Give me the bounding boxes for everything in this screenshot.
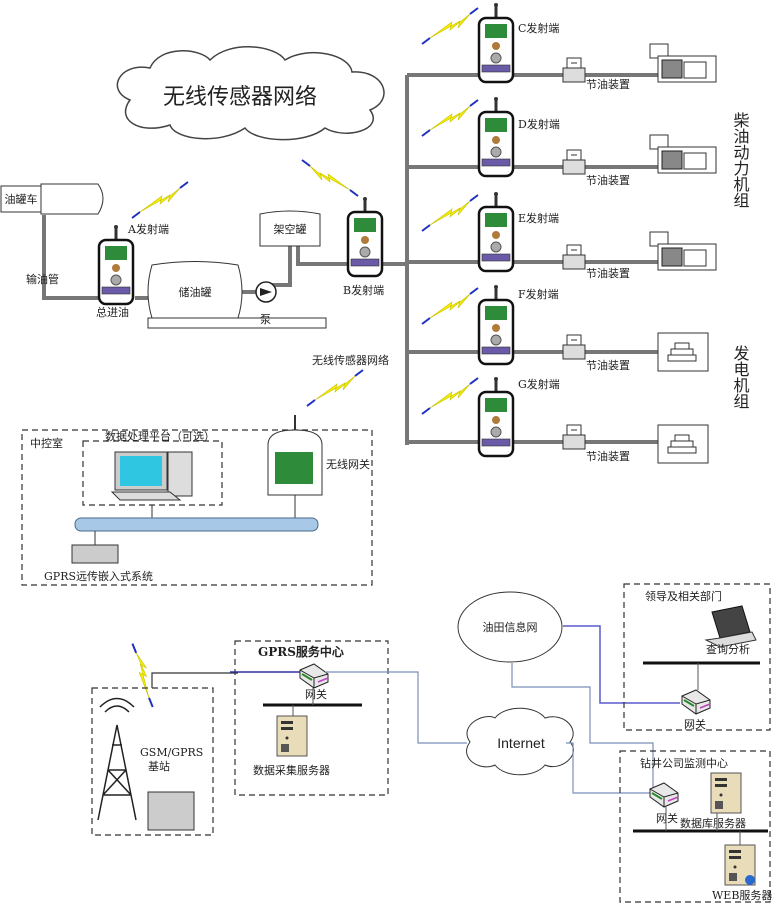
wireless-gateway-icon <box>267 415 323 496</box>
monitor-center-box <box>619 750 771 903</box>
wireless-sensor-network-cloud: 无线传感器网络 <box>116 46 385 141</box>
pipe-label: 输油管 <box>26 272 59 286</box>
lightning-icon <box>421 377 479 415</box>
saver-icon <box>562 424 586 450</box>
gateway-icon <box>681 689 711 715</box>
diesel-engine-icon <box>649 231 717 271</box>
lightning-icon <box>301 159 359 197</box>
transmitter-e: E发射端 节油装置 <box>477 190 717 280</box>
query-analysis-label: 查询分析 <box>706 642 750 656</box>
svg-text:D发射端: D发射端 <box>518 117 560 131</box>
tank-truck-icon <box>40 183 104 215</box>
leaders-title: 领导及相关部门 <box>645 589 722 603</box>
wireless-gateway-label: 无线网关 <box>326 457 370 471</box>
main-inlet-label: 总进油 <box>96 305 129 319</box>
gprs-system-icon <box>71 544 119 564</box>
generator-icon <box>657 424 709 464</box>
svg-text:G发射端: G发射端 <box>518 377 560 391</box>
gprs-gateway-label: 网关 <box>305 687 327 701</box>
leaders-gateway-label: 网关 <box>684 717 706 731</box>
transmitter-c: C发射端 节油装置 <box>477 1 717 91</box>
base-station-equipment-icon <box>147 791 195 831</box>
lightning-icon <box>131 181 189 219</box>
oilfield-network-label: 油田信息网 <box>483 620 538 634</box>
gateway-icon <box>299 663 329 689</box>
transmitter-a-label: A发射端 <box>127 222 169 236</box>
generator-group-label: 发电机组 <box>731 345 750 409</box>
storage-tank-label: 储油罐 <box>179 285 212 299</box>
leaders-box <box>623 583 771 731</box>
web-server-label: WEB服务器 <box>712 889 772 902</box>
gateway-icon <box>649 782 679 808</box>
tank-base <box>147 317 327 329</box>
svg-text:C发射端: C发射端 <box>518 21 559 35</box>
data-collection-server-icon <box>276 715 308 757</box>
diesel-engine-icon <box>649 134 717 174</box>
data-collection-server-label: 数据采集服务器 <box>253 763 330 777</box>
diesel-engine-icon <box>649 43 717 83</box>
tank-truck-label: 油罐车 <box>5 192 38 206</box>
svg-text:节油装置: 节油装置 <box>586 173 630 187</box>
database-server-label: 数据库服务器 <box>680 816 746 830</box>
gprs-center-title: GPRS服务中心 <box>258 644 344 659</box>
wsn-small-label: 无线传感器网络 <box>312 353 389 367</box>
lightning-icon <box>306 369 364 407</box>
saver-icon <box>562 57 586 83</box>
saver-icon <box>562 334 586 360</box>
gprs-system-label: GPRS远传嵌入式系统 <box>44 570 153 583</box>
lightning-icon <box>116 642 169 709</box>
internet-label: Internet <box>497 735 545 751</box>
gprs-center-box <box>234 640 389 796</box>
platform-label: 数据处理平台（可选） <box>105 429 215 443</box>
laptop-icon <box>704 605 757 648</box>
lightning-icon <box>421 99 479 137</box>
svg-text:节油装置: 节油装置 <box>586 449 630 463</box>
monitor-center-title: 钻井公司监测中心 <box>640 756 728 770</box>
saver-icon <box>562 244 586 270</box>
transmitter-d: D发射端 节油装置 <box>477 95 717 187</box>
control-room-title: 中控室 <box>30 436 63 450</box>
svg-text:节油装置: 节油装置 <box>586 358 630 372</box>
lightning-icon <box>421 287 479 325</box>
elevated-tank-icon <box>259 210 321 247</box>
transmitter-g: G发射端 节油装置 <box>477 375 709 464</box>
svg-text:节油装置: 节油装置 <box>586 77 630 91</box>
base-station-label-2: 基站 <box>148 759 170 773</box>
transmitter-b-label: B发射端 <box>343 283 384 297</box>
internet-cloud <box>466 707 574 776</box>
transmitter-b-icon <box>346 195 384 278</box>
lightning-icon <box>421 7 479 45</box>
lightning-icon <box>421 194 479 232</box>
tank-truck-cab <box>0 185 42 213</box>
transmitter-f: F发射端 节油装置 <box>477 283 709 372</box>
database-server-icon <box>710 772 742 814</box>
monitor-gateway-label: 网关 <box>656 811 678 825</box>
saver-icon <box>562 149 586 175</box>
oilfield-network-ellipse <box>457 591 563 663</box>
diesel-group-label: 柴油动力机组 <box>731 112 750 208</box>
transmitter-a-icon <box>97 223 135 306</box>
pump-label: 泵 <box>260 313 271 326</box>
control-room-box <box>21 429 373 586</box>
generator-icon <box>657 332 709 372</box>
base-station-label-1: GSM/GPRS <box>140 746 203 759</box>
lan-bus <box>74 517 319 532</box>
svg-text:节油装置: 节油装置 <box>586 266 630 280</box>
svg-text:F发射端: F发射端 <box>518 287 559 301</box>
elevated-tank-label: 架空罐 <box>274 222 307 236</box>
cloud-title: 无线传感器网络 <box>163 85 317 110</box>
svg-text:E发射端: E发射端 <box>518 211 559 225</box>
computer-icon <box>110 451 193 501</box>
tower-icon <box>97 697 137 821</box>
